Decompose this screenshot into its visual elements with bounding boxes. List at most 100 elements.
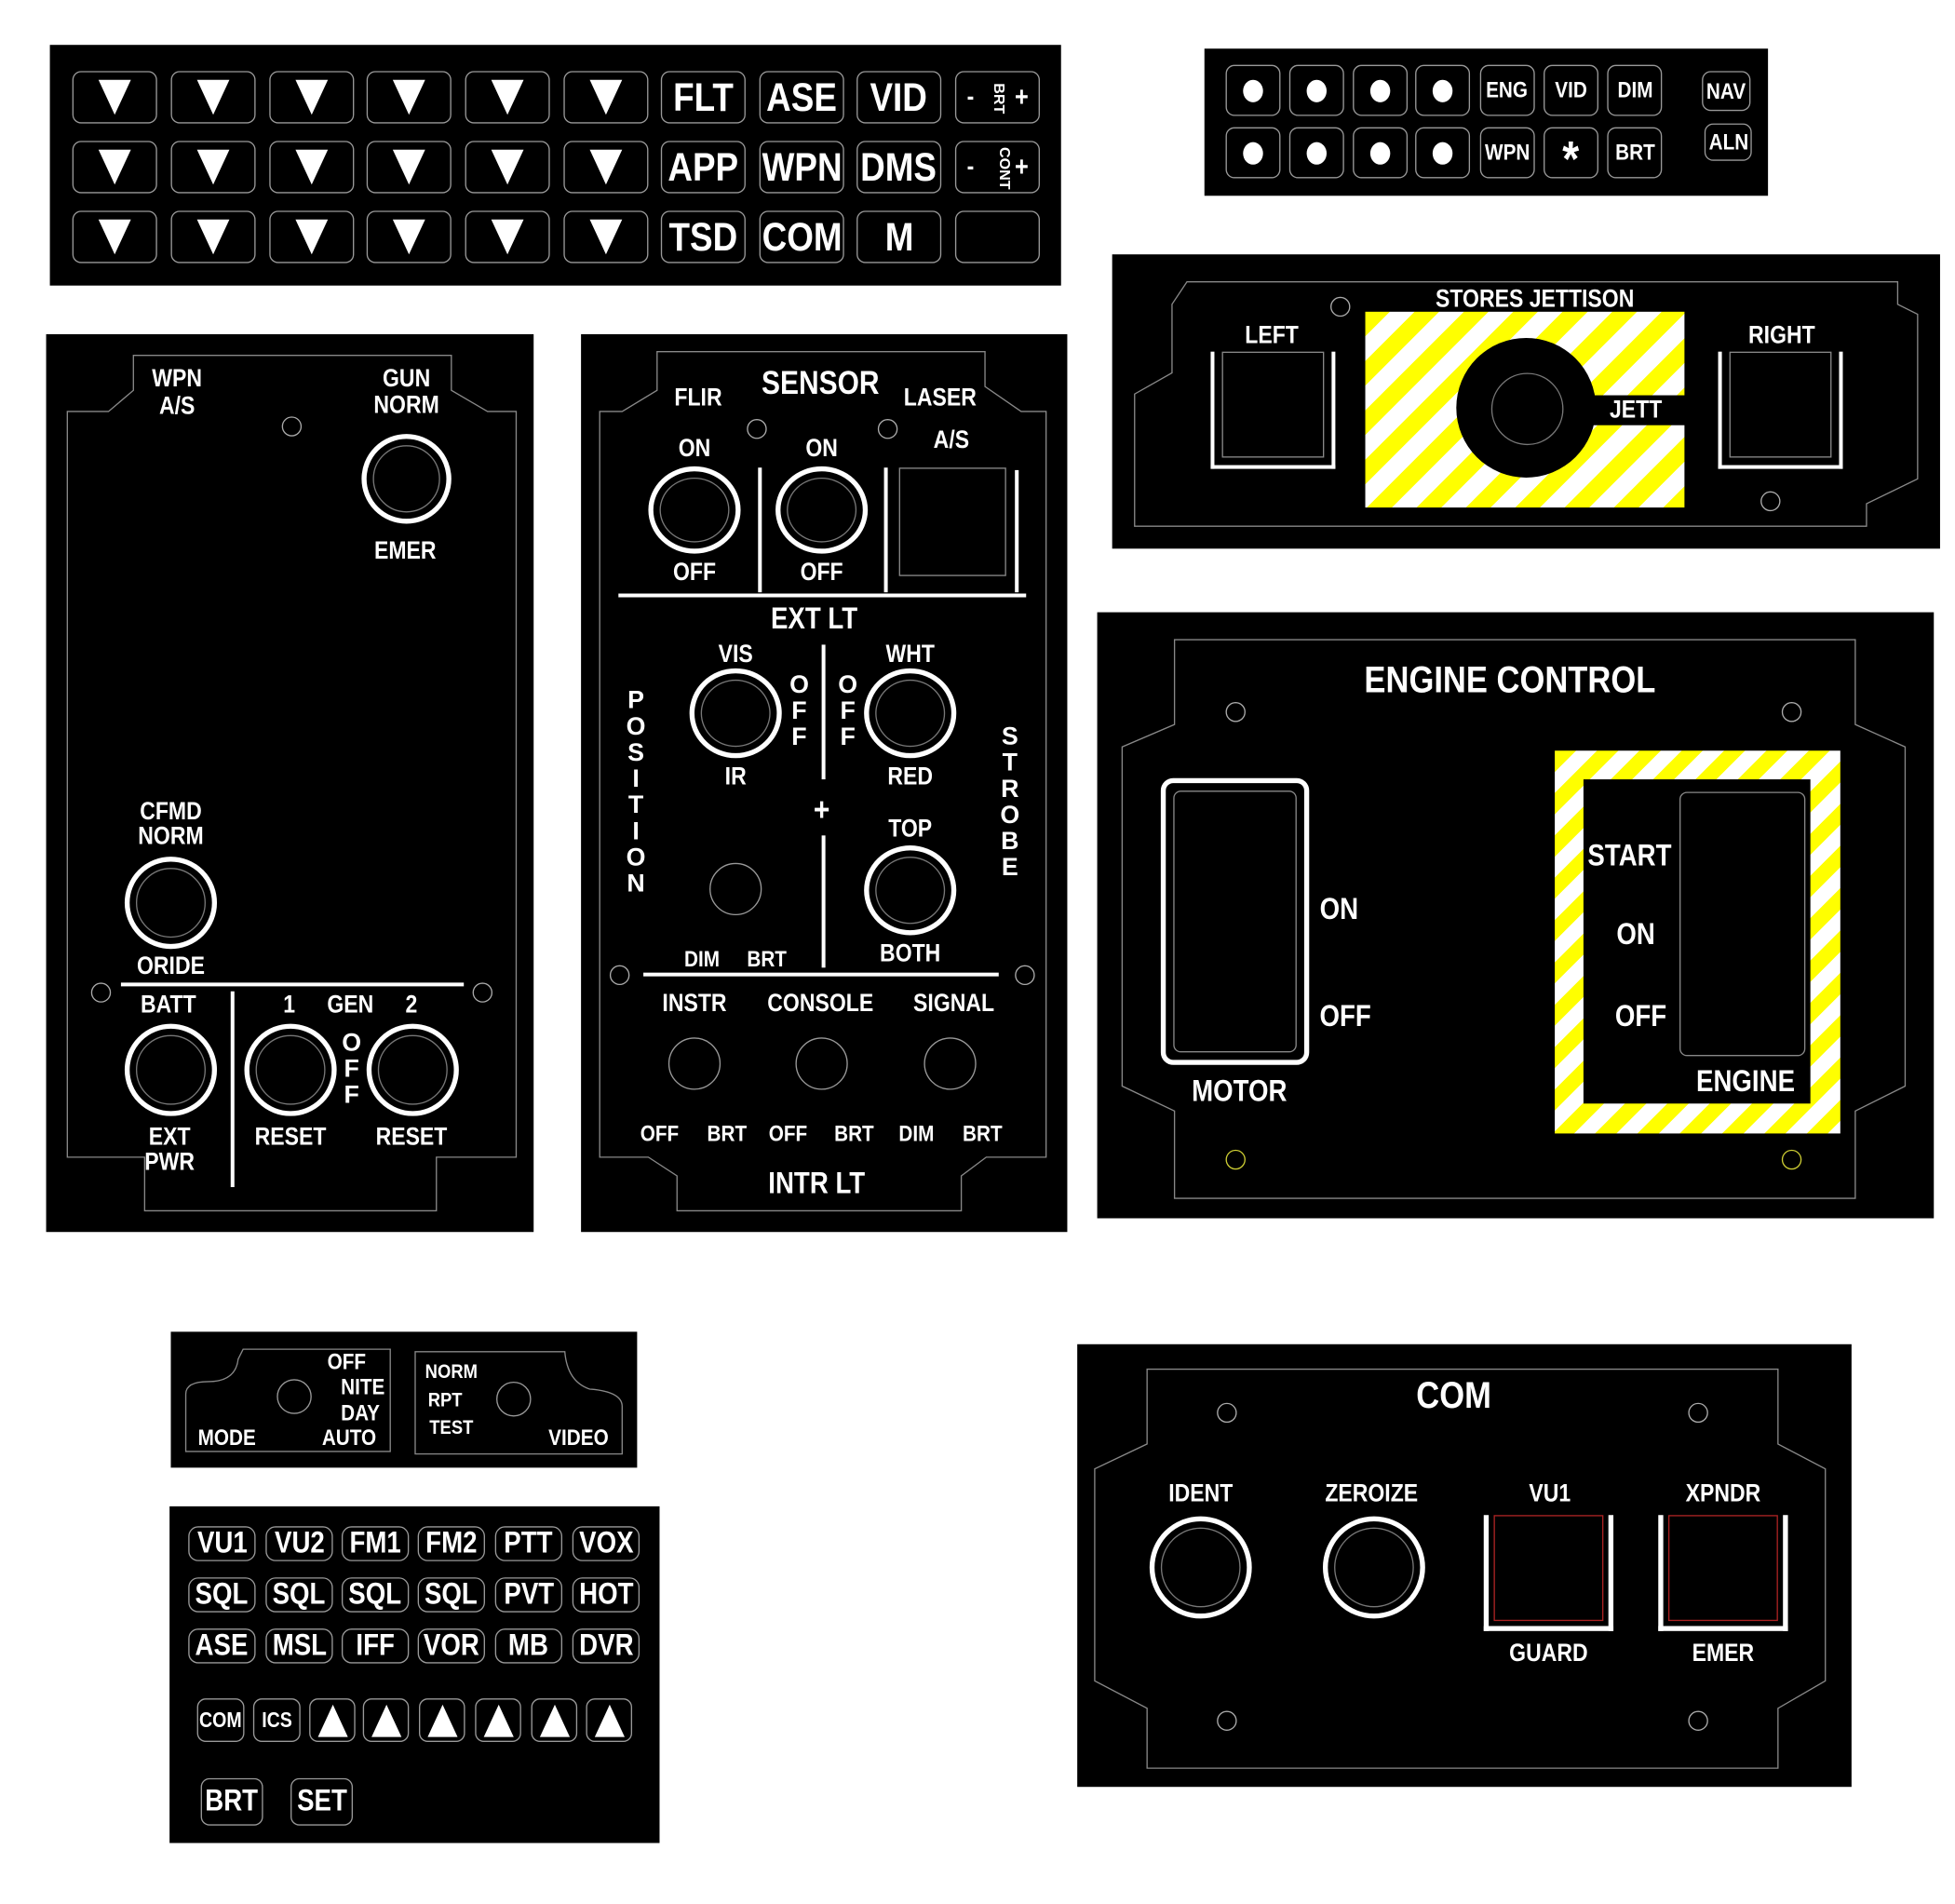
comm-sql-key[interactable]: SQL — [188, 1577, 256, 1613]
aux-dot-key[interactable] — [1225, 64, 1281, 116]
mfd-brt-rocker[interactable]: -BRT+ — [954, 71, 1040, 124]
mfd-arrow-key[interactable] — [366, 210, 452, 263]
mfd-arrow-key[interactable] — [72, 71, 157, 124]
comm-vu1-key[interactable]: VU1 — [188, 1526, 256, 1561]
mfd-arrow-key[interactable] — [72, 210, 157, 263]
left-jettison-button[interactable] — [1210, 351, 1336, 469]
mode-knob[interactable] — [276, 1379, 312, 1414]
strobe-color-switch[interactable] — [864, 668, 957, 759]
aux-eng-key[interactable]: ENG — [1479, 64, 1535, 116]
aux-dot-key[interactable] — [1415, 127, 1471, 179]
set-button[interactable]: SET — [290, 1777, 354, 1826]
gun-switch[interactable] — [361, 434, 452, 524]
comm-mb-key[interactable]: MB — [494, 1628, 563, 1664]
comm-sql-key[interactable]: SQL — [341, 1577, 410, 1613]
aux-brt-key[interactable]: BRT — [1607, 127, 1663, 179]
mfd-arrow-key[interactable] — [563, 210, 649, 263]
comm-com-key[interactable]: COM — [196, 1698, 245, 1743]
mfd-arrow-key[interactable] — [465, 71, 550, 124]
aux-dot-key[interactable] — [1353, 64, 1409, 116]
comm-hot-key[interactable]: HOT — [572, 1577, 640, 1613]
mfd-com-key[interactable]: COM — [759, 210, 844, 263]
mfd-blank-key[interactable] — [954, 210, 1040, 263]
aux-dot-key[interactable] — [1225, 127, 1281, 179]
position-switch[interactable] — [689, 668, 782, 759]
mfd-dms-key[interactable]: DMS — [856, 141, 942, 194]
flir-switch[interactable] — [648, 466, 741, 554]
mfd-arrow-key[interactable] — [465, 141, 550, 194]
up-arrow-key[interactable] — [586, 1698, 633, 1743]
strobe-pos-switch[interactable] — [864, 845, 957, 936]
engine-switch[interactable] — [1679, 791, 1806, 1057]
mfd-m-key[interactable]: M — [856, 210, 942, 263]
aux-wpn-key[interactable]: WPN — [1479, 127, 1535, 179]
mfd-arrow-key[interactable] — [269, 141, 355, 194]
sensor-switch[interactable] — [775, 466, 869, 554]
aux-vid-key[interactable]: VID — [1544, 64, 1598, 116]
comm-ptt-key[interactable]: PTT — [494, 1526, 563, 1561]
aux-dot-key[interactable] — [1353, 127, 1409, 179]
batt-switch[interactable] — [124, 1023, 218, 1116]
vu1-guard-button[interactable] — [1483, 1515, 1614, 1631]
jettison-button[interactable] — [1456, 337, 1597, 478]
gen2-switch[interactable] — [366, 1023, 459, 1116]
mfd-arrow-key[interactable] — [366, 141, 452, 194]
up-arrow-key[interactable] — [475, 1698, 521, 1743]
gen1-switch[interactable] — [244, 1023, 337, 1116]
mfd-vid-key[interactable]: VID — [856, 71, 942, 124]
mfd-arrow-key[interactable] — [170, 71, 256, 124]
console-knob[interactable] — [795, 1037, 848, 1090]
mfd-arrow-key[interactable] — [563, 141, 649, 194]
comm-fm1-key[interactable]: FM1 — [341, 1526, 410, 1561]
brt-button[interactable]: BRT — [200, 1777, 263, 1826]
comm-msl-key[interactable]: MSL — [265, 1628, 333, 1664]
signal-knob[interactable] — [924, 1037, 977, 1090]
up-arrow-key[interactable] — [362, 1698, 410, 1743]
nav-button[interactable]: NAV — [1702, 71, 1751, 112]
mfd-app-key[interactable]: APP — [660, 141, 746, 194]
mfd-arrow-key[interactable] — [170, 141, 256, 194]
mfd-arrow-key[interactable] — [170, 210, 256, 263]
comm-sql-key[interactable]: SQL — [265, 1577, 333, 1613]
mfd-flt-key[interactable]: FLT — [660, 71, 746, 124]
mfd-arrow-key[interactable] — [465, 210, 550, 263]
up-arrow-key[interactable] — [419, 1698, 465, 1743]
mfd-arrow-key[interactable] — [563, 71, 649, 124]
mfd-arrow-key[interactable] — [269, 210, 355, 263]
aln-button[interactable]: ALN — [1704, 123, 1752, 161]
aux-dot-key[interactable] — [1288, 127, 1344, 179]
video-knob[interactable] — [496, 1381, 532, 1417]
xpndr-emer-button[interactable] — [1658, 1515, 1788, 1631]
comm-iff-key[interactable]: IFF — [341, 1628, 410, 1664]
comm-fm2-key[interactable]: FM2 — [417, 1526, 485, 1561]
mfd-arrow-key[interactable] — [72, 141, 157, 194]
laser-as-button[interactable] — [898, 467, 1006, 576]
mfd-wpn-key[interactable]: WPN — [759, 141, 844, 194]
mfd-cont-rocker[interactable]: -CONT+ — [954, 141, 1040, 194]
comm-pvt-key[interactable]: PVT — [494, 1577, 563, 1613]
comm-vor-key[interactable]: VOR — [417, 1628, 485, 1664]
position-dimmer-knob[interactable] — [709, 862, 762, 916]
mfd-ase-key[interactable]: ASE — [759, 71, 844, 124]
up-arrow-key[interactable] — [531, 1698, 578, 1743]
mfd-arrow-key[interactable] — [366, 71, 452, 124]
up-arrow-key[interactable] — [309, 1698, 356, 1743]
ident-switch[interactable] — [1149, 1516, 1252, 1619]
mfd-tsd-key[interactable]: TSD — [660, 210, 746, 263]
comm-vu2-key[interactable]: VU2 — [265, 1526, 333, 1561]
motor-switch[interactable] — [1160, 777, 1310, 1065]
comm-dvr-key[interactable]: DVR — [572, 1628, 640, 1664]
aux-dot-key[interactable] — [1415, 64, 1471, 116]
comm-ics-key[interactable]: ICS — [252, 1698, 301, 1743]
instr-knob[interactable] — [667, 1037, 721, 1090]
comm-ase-key[interactable]: ASE — [188, 1628, 256, 1664]
comm-vox-key[interactable]: VOX — [572, 1526, 640, 1561]
comm-sql-key[interactable]: SQL — [417, 1577, 485, 1613]
zeroize-switch[interactable] — [1322, 1516, 1425, 1619]
aux-dot-key[interactable] — [1288, 64, 1344, 116]
cfmd-switch[interactable] — [124, 857, 218, 950]
right-jettison-button[interactable] — [1718, 351, 1843, 469]
aux-asterisk-key[interactable]: * — [1544, 127, 1598, 187]
mfd-arrow-key[interactable] — [269, 71, 355, 124]
aux-dim-key[interactable]: DIM — [1607, 64, 1663, 116]
